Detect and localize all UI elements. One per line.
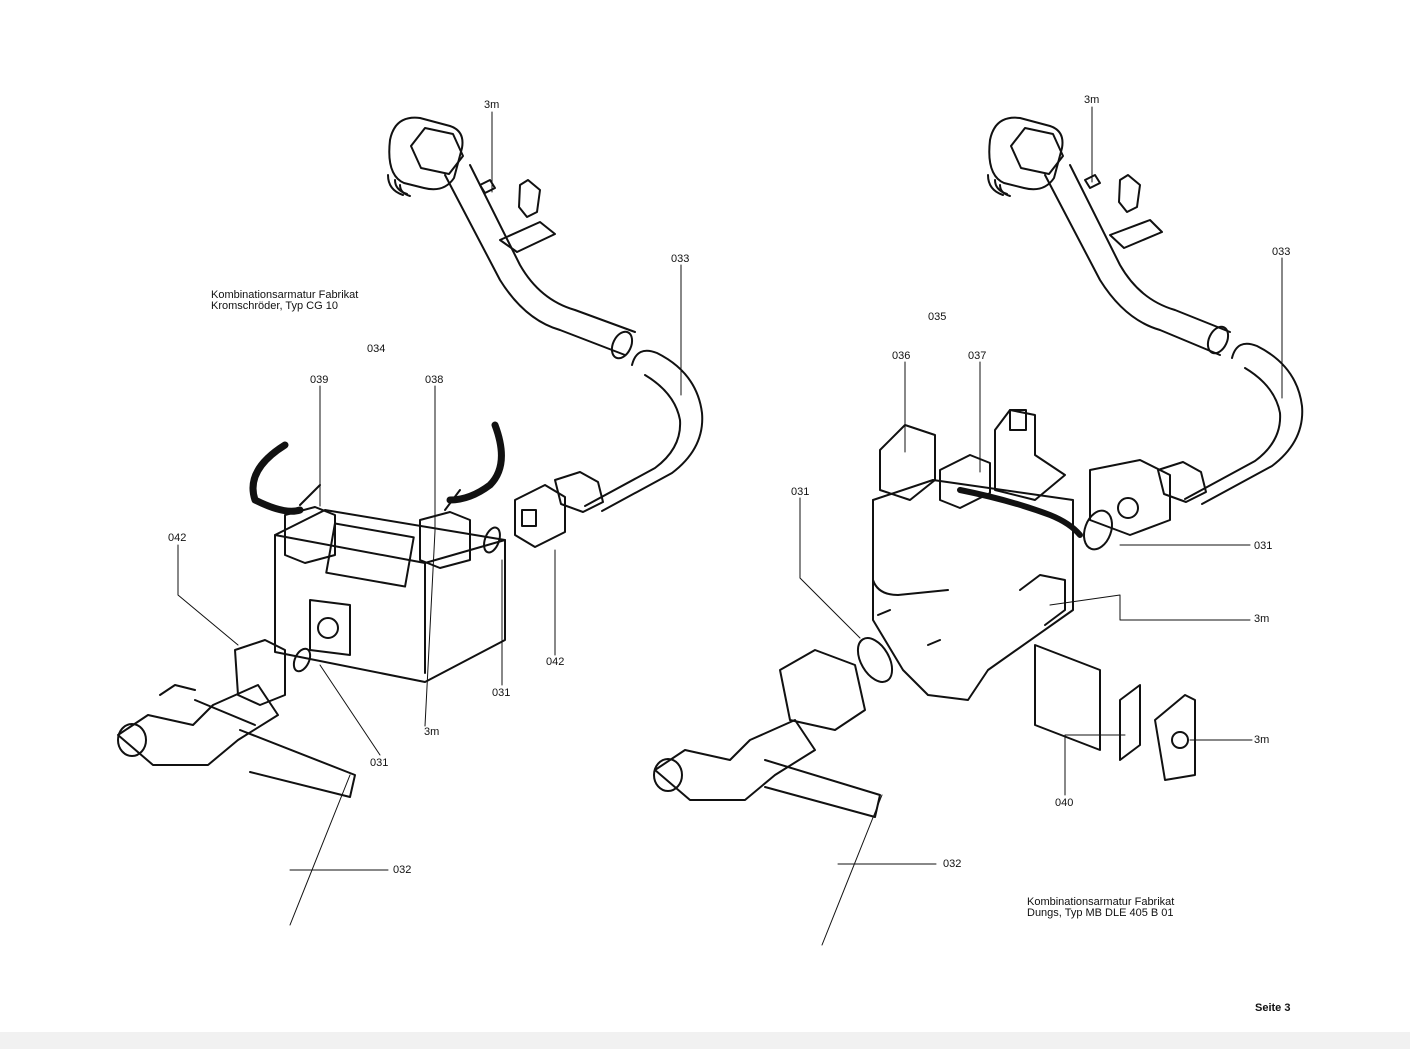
right-caption: Kombinationsarmatur Fabrikat Dungs, Typ …	[1027, 897, 1174, 919]
left-caption: Kombinationsarmatur Fabrikat Kromschröde…	[211, 290, 358, 312]
label-038: 038	[425, 374, 443, 386]
right-valve-body	[872, 409, 1074, 701]
right-flange	[1089, 459, 1171, 536]
label-031-right-b: 031	[1254, 540, 1272, 552]
left-caption-line1: Kombinationsarmatur Fabrikat	[211, 289, 359, 301]
label-042-left: 042	[168, 532, 186, 544]
label-039: 039	[310, 374, 328, 386]
right-ball-valve	[653, 649, 881, 818]
label-036: 036	[892, 350, 910, 362]
right-gas-pipe-upper	[987, 116, 1231, 356]
label-035: 035	[928, 311, 946, 323]
right-caption-line2: Dungs, Typ MB DLE 405 B 01	[1027, 907, 1174, 919]
label-032-right: 032	[943, 858, 961, 870]
label-033-left: 033	[671, 253, 689, 265]
left-gas-pipe-upper	[387, 116, 636, 360]
left-gas-pipe-lower	[554, 349, 704, 513]
left-flange	[514, 484, 566, 548]
label-3m-low-right: 3m	[1254, 734, 1269, 746]
label-034: 034	[367, 343, 385, 355]
label-031-right-a: 031	[791, 486, 809, 498]
label-042-right: 042	[546, 656, 564, 668]
label-031-left-b: 031	[370, 757, 388, 769]
left-valve-body	[274, 484, 506, 683]
label-040: 040	[1055, 797, 1073, 809]
right-leader-lines	[799, 106, 1283, 946]
right-pressure-switch-plate	[1034, 644, 1196, 781]
label-037: 037	[968, 350, 986, 362]
label-031-left-a: 031	[492, 687, 510, 699]
left-leader-lines	[177, 111, 682, 926]
right-oring	[856, 509, 1114, 683]
page-number: Seite 3	[1255, 1002, 1291, 1014]
left-ball-valve	[117, 639, 356, 798]
label-3m-mid-right: 3m	[1254, 613, 1269, 625]
label-3m-top-left: 3m	[484, 99, 499, 111]
right-caption-line1: Kombinationsarmatur Fabrikat	[1027, 896, 1175, 908]
left-caption-line2: Kromschröder, Typ CG 10	[211, 300, 338, 312]
label-033-right: 033	[1272, 246, 1290, 258]
label-032-left: 032	[393, 864, 411, 876]
right-gas-pipe-lower	[1157, 342, 1304, 505]
viewer-bottom-bar	[0, 1032, 1410, 1049]
left-cables	[249, 421, 505, 515]
right-cables	[957, 487, 1083, 538]
label-3m-top-right: 3m	[1084, 94, 1099, 106]
label-3m-bottom-left: 3m	[424, 726, 439, 738]
